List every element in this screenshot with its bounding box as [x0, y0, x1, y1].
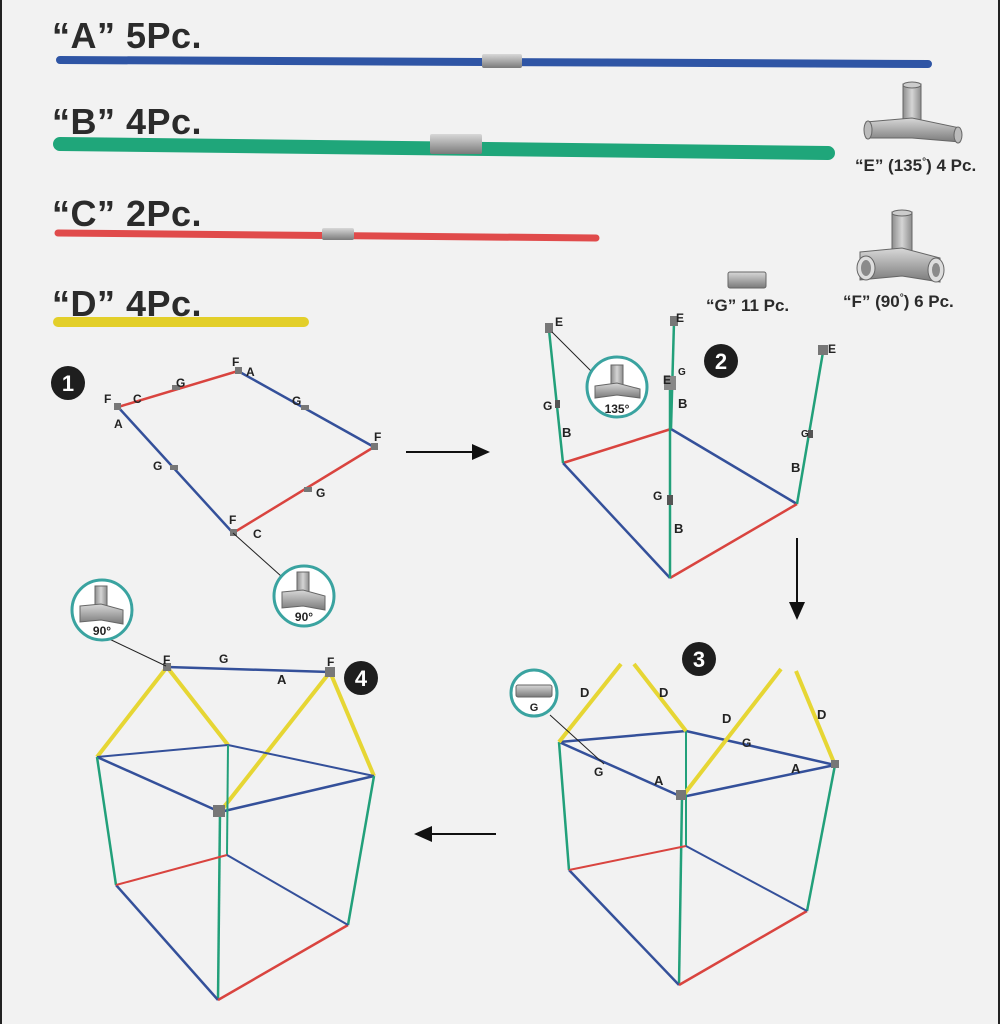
s4-label-a: A [277, 672, 287, 687]
s2-label-g-left: G [543, 399, 552, 413]
s2-label-g-center-top: G [678, 367, 686, 378]
s2-label-g-center: G [653, 489, 662, 503]
s1-label-f-left: F [104, 392, 111, 406]
s2-label-b-right: B [791, 460, 800, 475]
s4-label-f-left: F [163, 653, 170, 667]
fitting-f-label: “F” (90°) 6 Pc. [843, 292, 954, 312]
s4-label-f-right: F [327, 655, 334, 669]
s4-callout-angle: 90° [93, 624, 111, 638]
s1-label-g-right: G [292, 394, 301, 408]
pole-b-connector [430, 134, 482, 154]
fitting-e-label: “E” (135°) 4 Pc. [855, 156, 976, 176]
s1-label-c-top: C [133, 392, 142, 406]
s4-label-g: G [219, 652, 228, 666]
fitting-f-degree: ° [899, 292, 904, 304]
fitting-e-prefix: “E” (135 [855, 156, 923, 175]
s1-callout-angle: 90° [295, 610, 313, 624]
part-c-label: “C” 2Pc. [52, 193, 203, 234]
part-d-label: “D” 4Pc. [52, 283, 203, 324]
s1-label-a-left: A [114, 417, 123, 431]
step-4-number: 4 [355, 666, 368, 691]
step-2-number: 2 [715, 349, 727, 374]
s3-label-d-3: D [722, 711, 731, 726]
s3-label-a-right: A [791, 761, 801, 776]
step-4-labels: F G F A [163, 652, 334, 687]
s3-label-g-left: G [594, 765, 603, 779]
step-2-callout-135: 135° [585, 355, 649, 419]
s1-label-g-left: G [153, 459, 162, 473]
s1-label-f-right: F [374, 430, 381, 444]
fitting-e-suffix: ) 4 Pc. [926, 156, 977, 175]
s3-callout-g-label: G [530, 702, 539, 714]
s2-label-b-center: B [678, 396, 687, 411]
s1-label-a-top: A [246, 365, 255, 379]
pole-c [54, 228, 600, 242]
s1-label-g-top: G [176, 376, 185, 390]
s3-label-d-1: D [580, 685, 589, 700]
fitting-g-picture [727, 271, 767, 289]
step-2-labels: E E E E B G B G B G G B [543, 311, 836, 536]
s3-label-a-left: A [654, 773, 664, 788]
pole-a [56, 54, 932, 68]
s1-label-c-bottom: C [253, 527, 262, 541]
fitting-e-picture [863, 81, 963, 144]
s2-label-e-1: E [555, 315, 563, 329]
s2-callout-angle: 135° [605, 402, 630, 416]
step-4-badge: 4 [344, 661, 378, 695]
step-4-frame [95, 635, 376, 1002]
fitting-g-label: “G” 11 Pc. [706, 296, 790, 315]
s1-label-f-bottom: F [229, 513, 236, 527]
s2-label-b-left: B [562, 425, 571, 440]
step-1-labels: F C G F A G F A G G F C [104, 355, 381, 541]
s2-label-g-right: G [801, 429, 809, 440]
part-b-label: “B” 4Pc. [52, 101, 203, 142]
s2-label-e-3: E [663, 373, 671, 387]
step-3-badge: 3 [682, 642, 716, 676]
s1-label-g-bottom: G [316, 486, 325, 500]
s2-label-e-2: E [676, 311, 684, 325]
right-frame-line [998, 0, 1000, 1024]
s2-label-e-4: E [828, 342, 836, 356]
s2-label-b-bottom: B [674, 521, 683, 536]
step-3-callout-g: G [509, 668, 559, 718]
fitting-f-suffix: ) 6 Pc. [903, 292, 954, 311]
fitting-f-picture [856, 209, 945, 283]
s3-label-g-right: G [742, 736, 751, 750]
step-2-frame [545, 316, 828, 580]
step-3-frame [549, 662, 839, 987]
fitting-f-prefix: “F” (90 [843, 292, 900, 311]
s3-label-d-2: D [659, 685, 668, 700]
step-4-callout-90: 90° [70, 578, 134, 642]
fitting-e-degree: ° [922, 156, 927, 168]
pole-c-connector [322, 228, 354, 240]
step-3-number: 3 [693, 647, 705, 672]
pole-a-connector [482, 54, 522, 68]
part-a-label: “A” 5Pc. [52, 15, 203, 56]
s3-label-d-4: D [817, 707, 826, 722]
step-1-badge: 1 [51, 366, 85, 400]
step-1-number: 1 [62, 371, 74, 396]
left-frame-line [0, 0, 2, 1024]
step-1-frame [114, 367, 378, 577]
step-2-badge: 2 [704, 344, 738, 378]
step-1-callout-90: 90° [272, 564, 336, 628]
pole-b [53, 134, 835, 160]
s1-label-f-top: F [232, 355, 239, 369]
step-3-labels: D D D D G A G A [580, 685, 826, 788]
